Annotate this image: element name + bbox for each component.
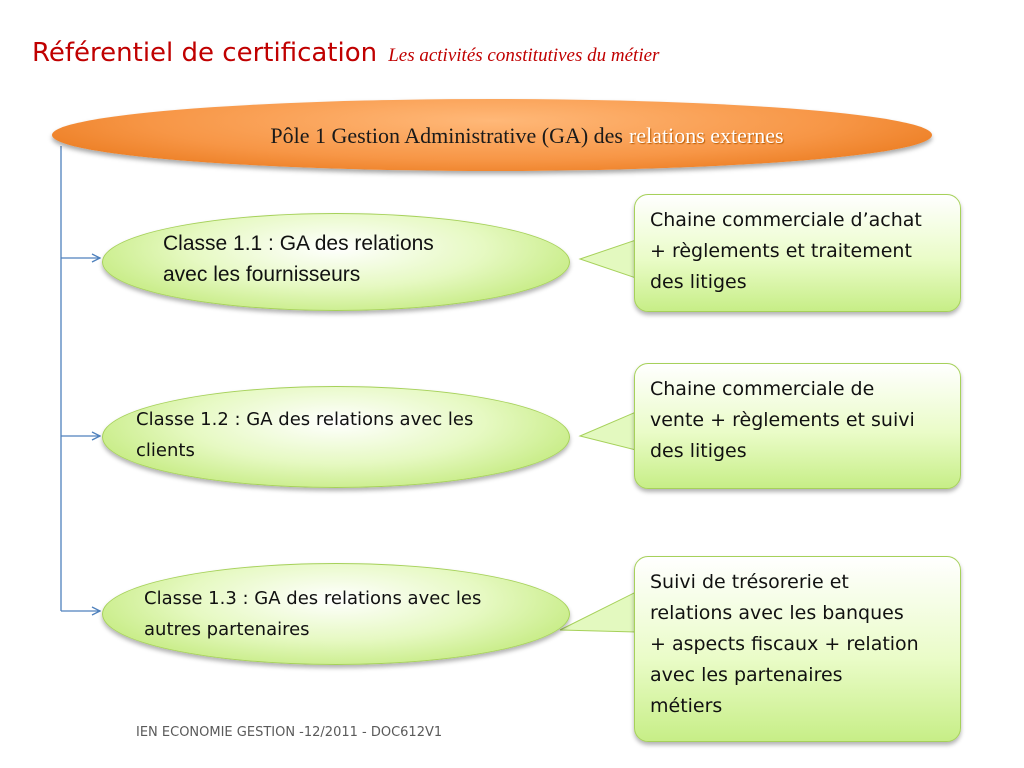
- callout-3-text: Suivi de trésorerie et relations avec le…: [650, 567, 950, 722]
- callout-1-line: + règlements et traitement: [650, 240, 912, 262]
- footer: IEN ECONOMIE GESTION -12/2011 - DOC612V1: [136, 725, 443, 740]
- callout-2-line: Chaine commerciale de: [650, 378, 875, 400]
- class-3-ellipse: [102, 563, 570, 665]
- class-3-line1: Classe 1.3 : GA des relations avec les: [144, 588, 482, 609]
- class-1-ellipse: [102, 213, 570, 311]
- class-3-line2: autres partenaires: [144, 619, 310, 640]
- class-1-label: Classe 1.1 : GA des relations avec les f…: [163, 228, 434, 290]
- pole-highlight: relations externes: [629, 123, 784, 148]
- callout-2-text: Chaine commerciale de vente + règlements…: [650, 374, 950, 467]
- class-3-label: Classe 1.3 : GA des relations avec les a…: [144, 583, 481, 645]
- callout-1-line: Chaine commerciale d’achat: [650, 209, 922, 231]
- slide-title: Référentiel de certification Les activit…: [32, 38, 659, 68]
- title-main: Référentiel de certification: [32, 38, 378, 68]
- callout-pointer-3: [559, 591, 637, 633]
- callout-1-text: Chaine commerciale d’achat + règlements …: [650, 205, 950, 298]
- callout-3-line: relations avec les banques: [650, 602, 904, 624]
- callout-3-line: métiers: [650, 695, 723, 717]
- callout-3-line: Suivi de trésorerie et: [650, 571, 849, 593]
- callout-2-line: vente + règlements et suivi: [650, 409, 915, 431]
- class-2-line1: Classe 1.2 : GA des relations avec les: [136, 409, 474, 430]
- class-2-label: Classe 1.2 : GA des relations avec les c…: [136, 404, 473, 466]
- callout-3-line: avec les partenaires: [650, 664, 843, 686]
- callout-2: Chaine commerciale de vente + règlements…: [634, 363, 961, 489]
- callout-2-line: des litiges: [650, 440, 747, 462]
- callout-3-line: + aspects fiscaux + relation: [650, 633, 919, 655]
- callout-1-line: des litiges: [650, 271, 747, 293]
- class-2-ellipse: [102, 386, 570, 488]
- class-1-line2: avec les fournisseurs: [163, 263, 361, 286]
- callout-pointer-2: [578, 411, 637, 451]
- pole-label: Pôle 1 Gestion Administrative (GA) des: [270, 123, 623, 148]
- callout-pointer-1: [578, 239, 637, 279]
- class-2-line2: clients: [136, 440, 195, 461]
- title-subtitle: Les activités constitutives du métier: [388, 45, 660, 66]
- callout-1: Chaine commerciale d’achat + règlements …: [634, 194, 961, 312]
- class-1-line1: Classe 1.1 : GA des relations: [163, 232, 434, 255]
- callout-3: Suivi de trésorerie et relations avec le…: [634, 556, 961, 742]
